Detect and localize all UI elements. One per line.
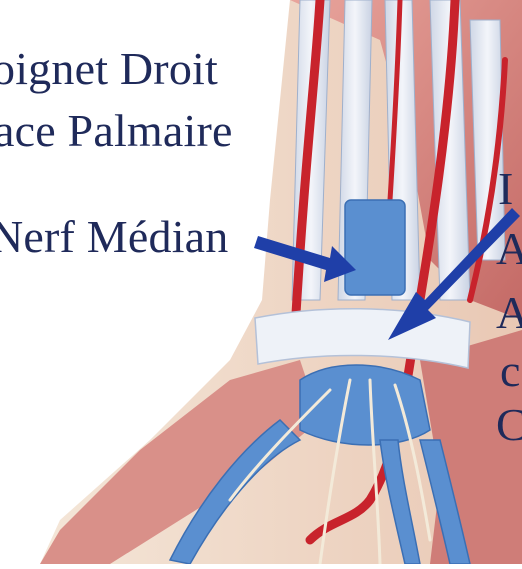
right-label-letter: c [500,348,520,394]
title-line-2: ace Palmaire [0,108,233,154]
label-median-nerve: Nerf Médian [0,214,229,260]
right-label-letter: A [496,290,522,336]
right-label-letter: I [498,166,513,212]
right-label-letter: A [496,226,522,272]
title-line-1: oignet Droit [0,46,218,92]
right-label-letter: C [496,402,522,448]
